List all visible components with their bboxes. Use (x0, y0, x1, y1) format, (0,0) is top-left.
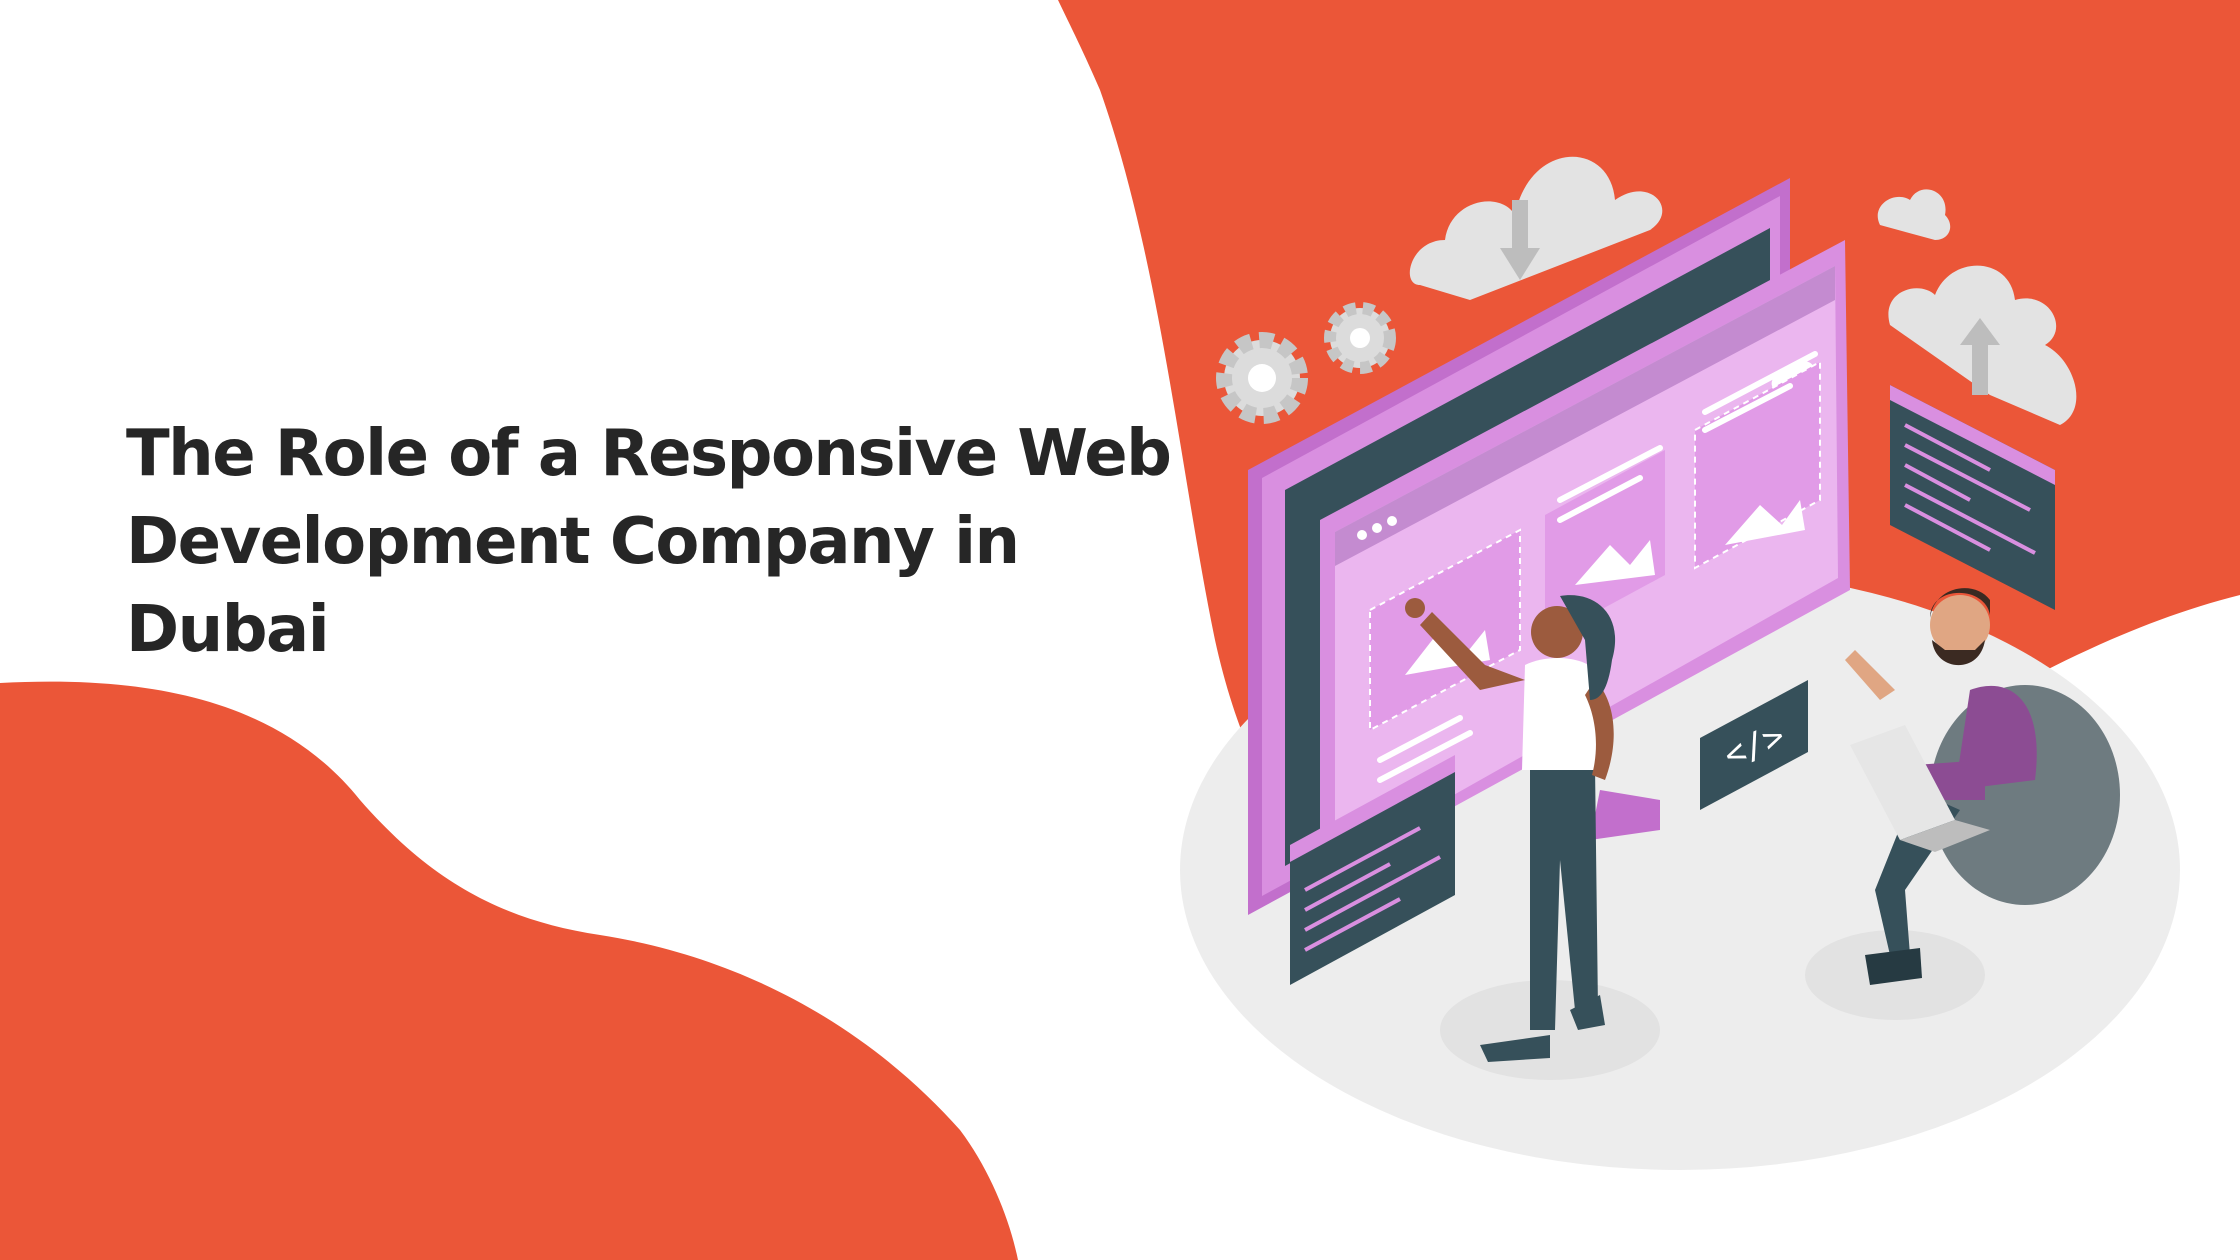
image-icon (1725, 500, 1805, 545)
orange-blob-left (0, 681, 1018, 1260)
title-line-3: Dubai (126, 593, 330, 667)
code-icon: </> (1700, 680, 1808, 810)
page-title: The Role of a Responsive Web Development… (126, 410, 1172, 674)
woman-figure (1405, 595, 1616, 1062)
image-card-2 (1545, 450, 1665, 640)
monitor (1248, 178, 1850, 915)
title-line-1: The Role of a Responsive Web (126, 417, 1172, 491)
man-figure (1845, 588, 2120, 985)
cloud-small-icon (1877, 189, 1951, 240)
image-card-3 (1694, 360, 1821, 570)
cloud-upload-icon (1888, 265, 2077, 425)
code-panel-left (1290, 755, 1455, 985)
code-panel-right (1890, 385, 2055, 610)
image-icon (1575, 540, 1655, 585)
cloud-download-icon (1409, 156, 1663, 300)
laptop-icon (1850, 725, 1990, 852)
gear-icon (1216, 302, 1396, 424)
web-development-illustration: </> (1180, 156, 2180, 1170)
title-line-2: Development Company in (126, 505, 1020, 579)
